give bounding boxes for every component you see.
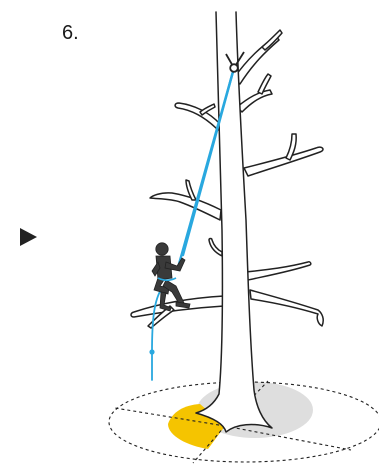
branch-mid-left: [150, 193, 221, 220]
branch-mid-upper-right: [237, 90, 272, 112]
trunk: [196, 12, 272, 432]
tree: [131, 12, 323, 432]
branch-bottom-right: [250, 290, 323, 326]
branch-lower-left: [209, 239, 222, 257]
branch-lower-right: [246, 262, 311, 280]
branch-right-mid: [244, 147, 323, 176]
